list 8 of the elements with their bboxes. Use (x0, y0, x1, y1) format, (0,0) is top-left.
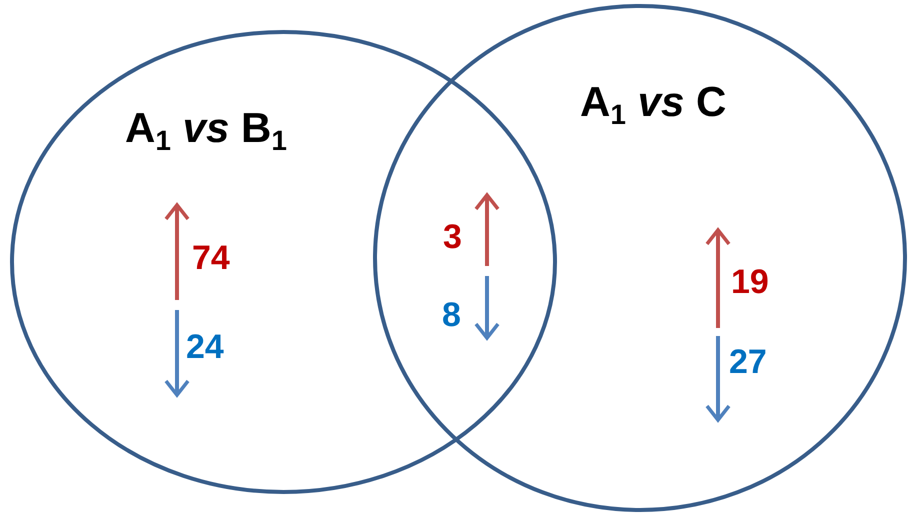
count-label: 27 (729, 345, 767, 379)
count-label: 74 (192, 241, 230, 275)
count-label: 3 (443, 220, 462, 254)
count-label: 24 (186, 330, 224, 364)
set-title: A$_{1}$ vs B$_{1}$ (125, 107, 287, 155)
count-label: 8 (442, 298, 461, 332)
set-title: A$_{1}$ vs C (580, 81, 726, 129)
count-label: 19 (731, 265, 769, 299)
